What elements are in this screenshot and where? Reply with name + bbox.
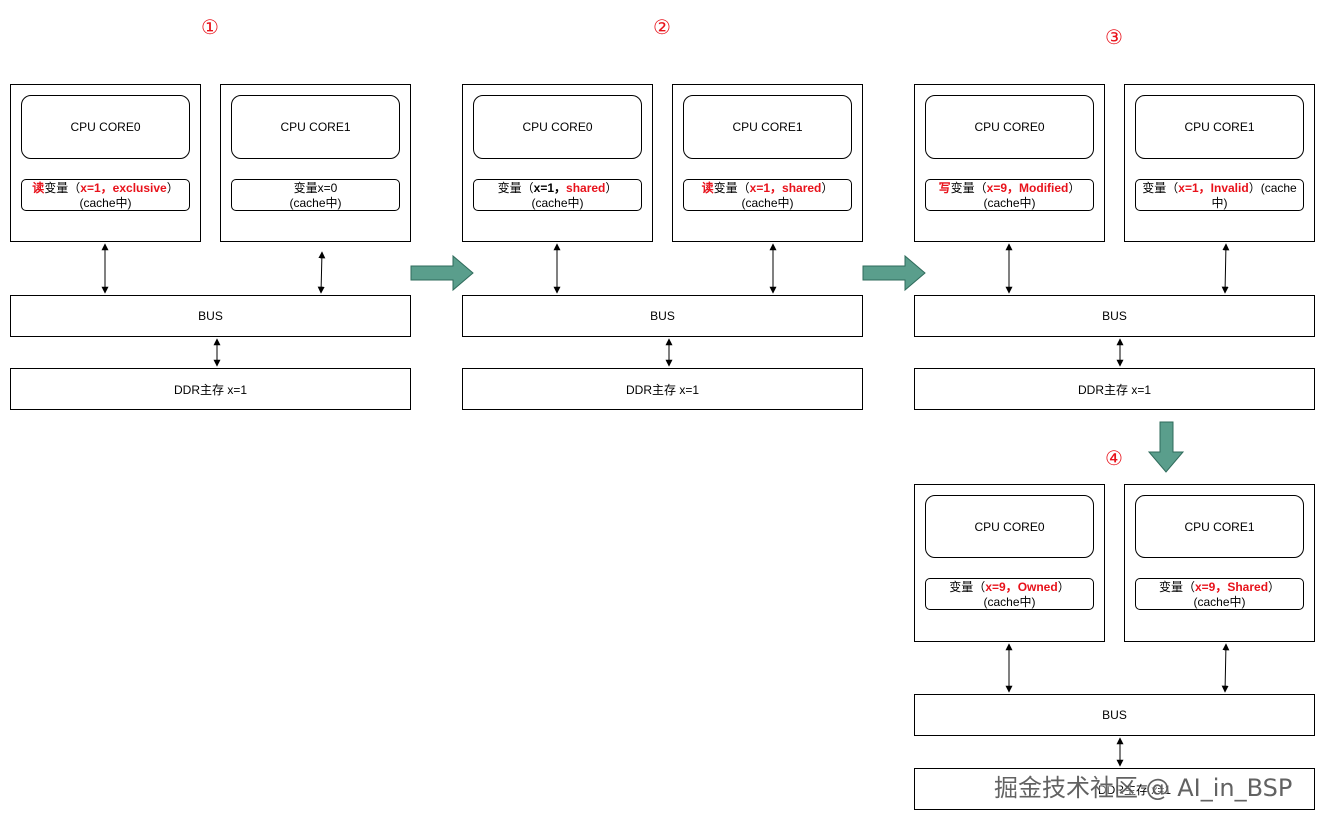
step4-core0-value: x=9 <box>985 580 1006 594</box>
comma: ， <box>770 181 783 195</box>
step3-ddr: DDR主存 x=1 <box>914 368 1315 410</box>
step1-core1-label: CPU CORE1 <box>231 95 400 159</box>
step-number-1: ① <box>201 15 219 39</box>
step1-core1-bus-arrow <box>317 251 326 294</box>
step1-core0-value: x=1 <box>80 181 101 195</box>
step1-core0-state: exclusive <box>112 181 167 195</box>
step1-ddr: DDR主存 x=1 <box>10 368 411 410</box>
step4-core1-bus-arrow <box>1221 643 1230 693</box>
step-number-3: ③ <box>1105 25 1123 49</box>
cache-location: (cache中) <box>741 196 794 210</box>
step2-core1-label: CPU CORE1 <box>683 95 852 159</box>
step4-core1-value: x=9 <box>1194 580 1216 594</box>
step1-core0-label: CPU CORE0 <box>21 95 190 159</box>
paren-open: （ <box>974 181 987 195</box>
comma: ， <box>1007 181 1020 195</box>
step2-bus: BUS <box>462 295 863 337</box>
step4-bus: BUS <box>914 694 1315 736</box>
paren-open: （ <box>521 181 534 195</box>
step4-core0-label: CPU CORE0 <box>925 495 1094 558</box>
paren-open: （ <box>1182 580 1195 594</box>
step3-core1-value: x=1 <box>1178 181 1199 195</box>
comma: ， <box>1005 580 1018 594</box>
comma: ， <box>1198 181 1211 195</box>
paren-close: ） <box>1268 580 1281 594</box>
paren-close: ） <box>166 181 179 195</box>
flow-arrow-1-to-2 <box>410 254 474 292</box>
step1-core0-cache: 读变量（x=1，exclusive） (cache中) <box>21 179 190 211</box>
step3-core1-label: CPU CORE1 <box>1135 95 1304 159</box>
step3-core0-value: x=9 <box>986 181 1008 195</box>
step2-ddr: DDR主存 x=1 <box>462 368 863 410</box>
var-label: 变量 <box>1142 181 1167 195</box>
step3-core1-state: Invalid <box>1210 181 1249 195</box>
step2-core1-action: 读 <box>701 181 714 195</box>
step1-core1-cache: 变量x=0 (cache中) <box>231 179 400 211</box>
comma: ， <box>554 181 567 195</box>
cache-location: (cache中) <box>79 196 132 210</box>
cache-location: (cache中) <box>289 196 342 210</box>
var-label: 变量 <box>949 580 974 594</box>
step4-core0-cache: 变量（x=9，Owned） (cache中) <box>925 578 1094 610</box>
step3-core0-action: 写 <box>938 181 951 195</box>
step3-core0-state: Modified <box>1019 181 1069 195</box>
step1-core1-text: 变量x=0 <box>293 181 338 195</box>
step2-core1-state: shared <box>782 181 822 195</box>
step3-core1-tail: (cache <box>1260 181 1297 195</box>
flow-arrow-2-to-3 <box>862 254 926 292</box>
var-label: 变量 <box>497 181 522 195</box>
paren-close: ） <box>1057 580 1070 594</box>
paren-close: ） <box>1248 181 1261 195</box>
paren-open: （ <box>1166 181 1179 195</box>
step1-core0-action: 读 <box>32 181 45 195</box>
paren-open: （ <box>737 181 750 195</box>
cache-location: (cache中) <box>1193 595 1246 609</box>
step4-core1-label: CPU CORE1 <box>1135 495 1304 558</box>
step3-core1-cache: 变量（x=1，Invalid）(cache 中) <box>1135 179 1304 211</box>
paren-close: ） <box>1068 181 1081 195</box>
watermark-text: 掘金技术社区 @ AI_in_BSP <box>994 774 1293 802</box>
step2-core0-label: CPU CORE0 <box>473 95 642 159</box>
var-label: 变量 <box>1158 580 1183 594</box>
flow-arrow-3-to-4 <box>1147 421 1185 473</box>
cache-location: (cache中) <box>983 595 1036 609</box>
step2-core0-cache: 变量（x=1，shared） (cache中) <box>473 179 642 211</box>
paren-close: ） <box>821 181 834 195</box>
step2-core0-state: shared <box>566 181 606 195</box>
step3-core1-bus-arrow <box>1221 243 1230 294</box>
step1-bus: BUS <box>10 295 411 337</box>
cache-location: (cache中) <box>531 196 584 210</box>
step3-core0-cache: 写变量（x=9，Modified） (cache中) <box>925 179 1094 211</box>
var-label: 变量 <box>950 181 975 195</box>
comma: ， <box>100 181 113 195</box>
step3-core1-tail2: 中) <box>1211 196 1228 210</box>
paren-open: （ <box>973 580 986 594</box>
step3-core0-label: CPU CORE0 <box>925 95 1094 159</box>
step4-core0-state: Owned <box>1017 580 1058 594</box>
step3-bus: BUS <box>914 295 1315 337</box>
paren-close: ） <box>605 181 618 195</box>
step4-ddr: DDR主存 x=1 <box>914 768 1315 810</box>
step-number-4: ④ <box>1105 446 1123 470</box>
step2-core1-cache: 读变量（x=1，shared） (cache中) <box>683 179 852 211</box>
step4-ddr-label: DDR主存 x=1 <box>1097 782 1171 797</box>
step4-core1-cache: 变量（x=9，Shared） (cache中) <box>1135 578 1304 610</box>
var-label: 变量 <box>44 181 69 195</box>
var-label: 变量 <box>713 181 738 195</box>
step2-core1-value: x=1 <box>749 181 770 195</box>
step2-core0-value: x=1 <box>533 181 554 195</box>
cache-location: (cache中) <box>983 196 1036 210</box>
paren-open: （ <box>68 181 81 195</box>
step4-core1-state: Shared <box>1227 580 1269 594</box>
comma: ， <box>1215 580 1228 594</box>
step-number-2: ② <box>653 15 671 39</box>
